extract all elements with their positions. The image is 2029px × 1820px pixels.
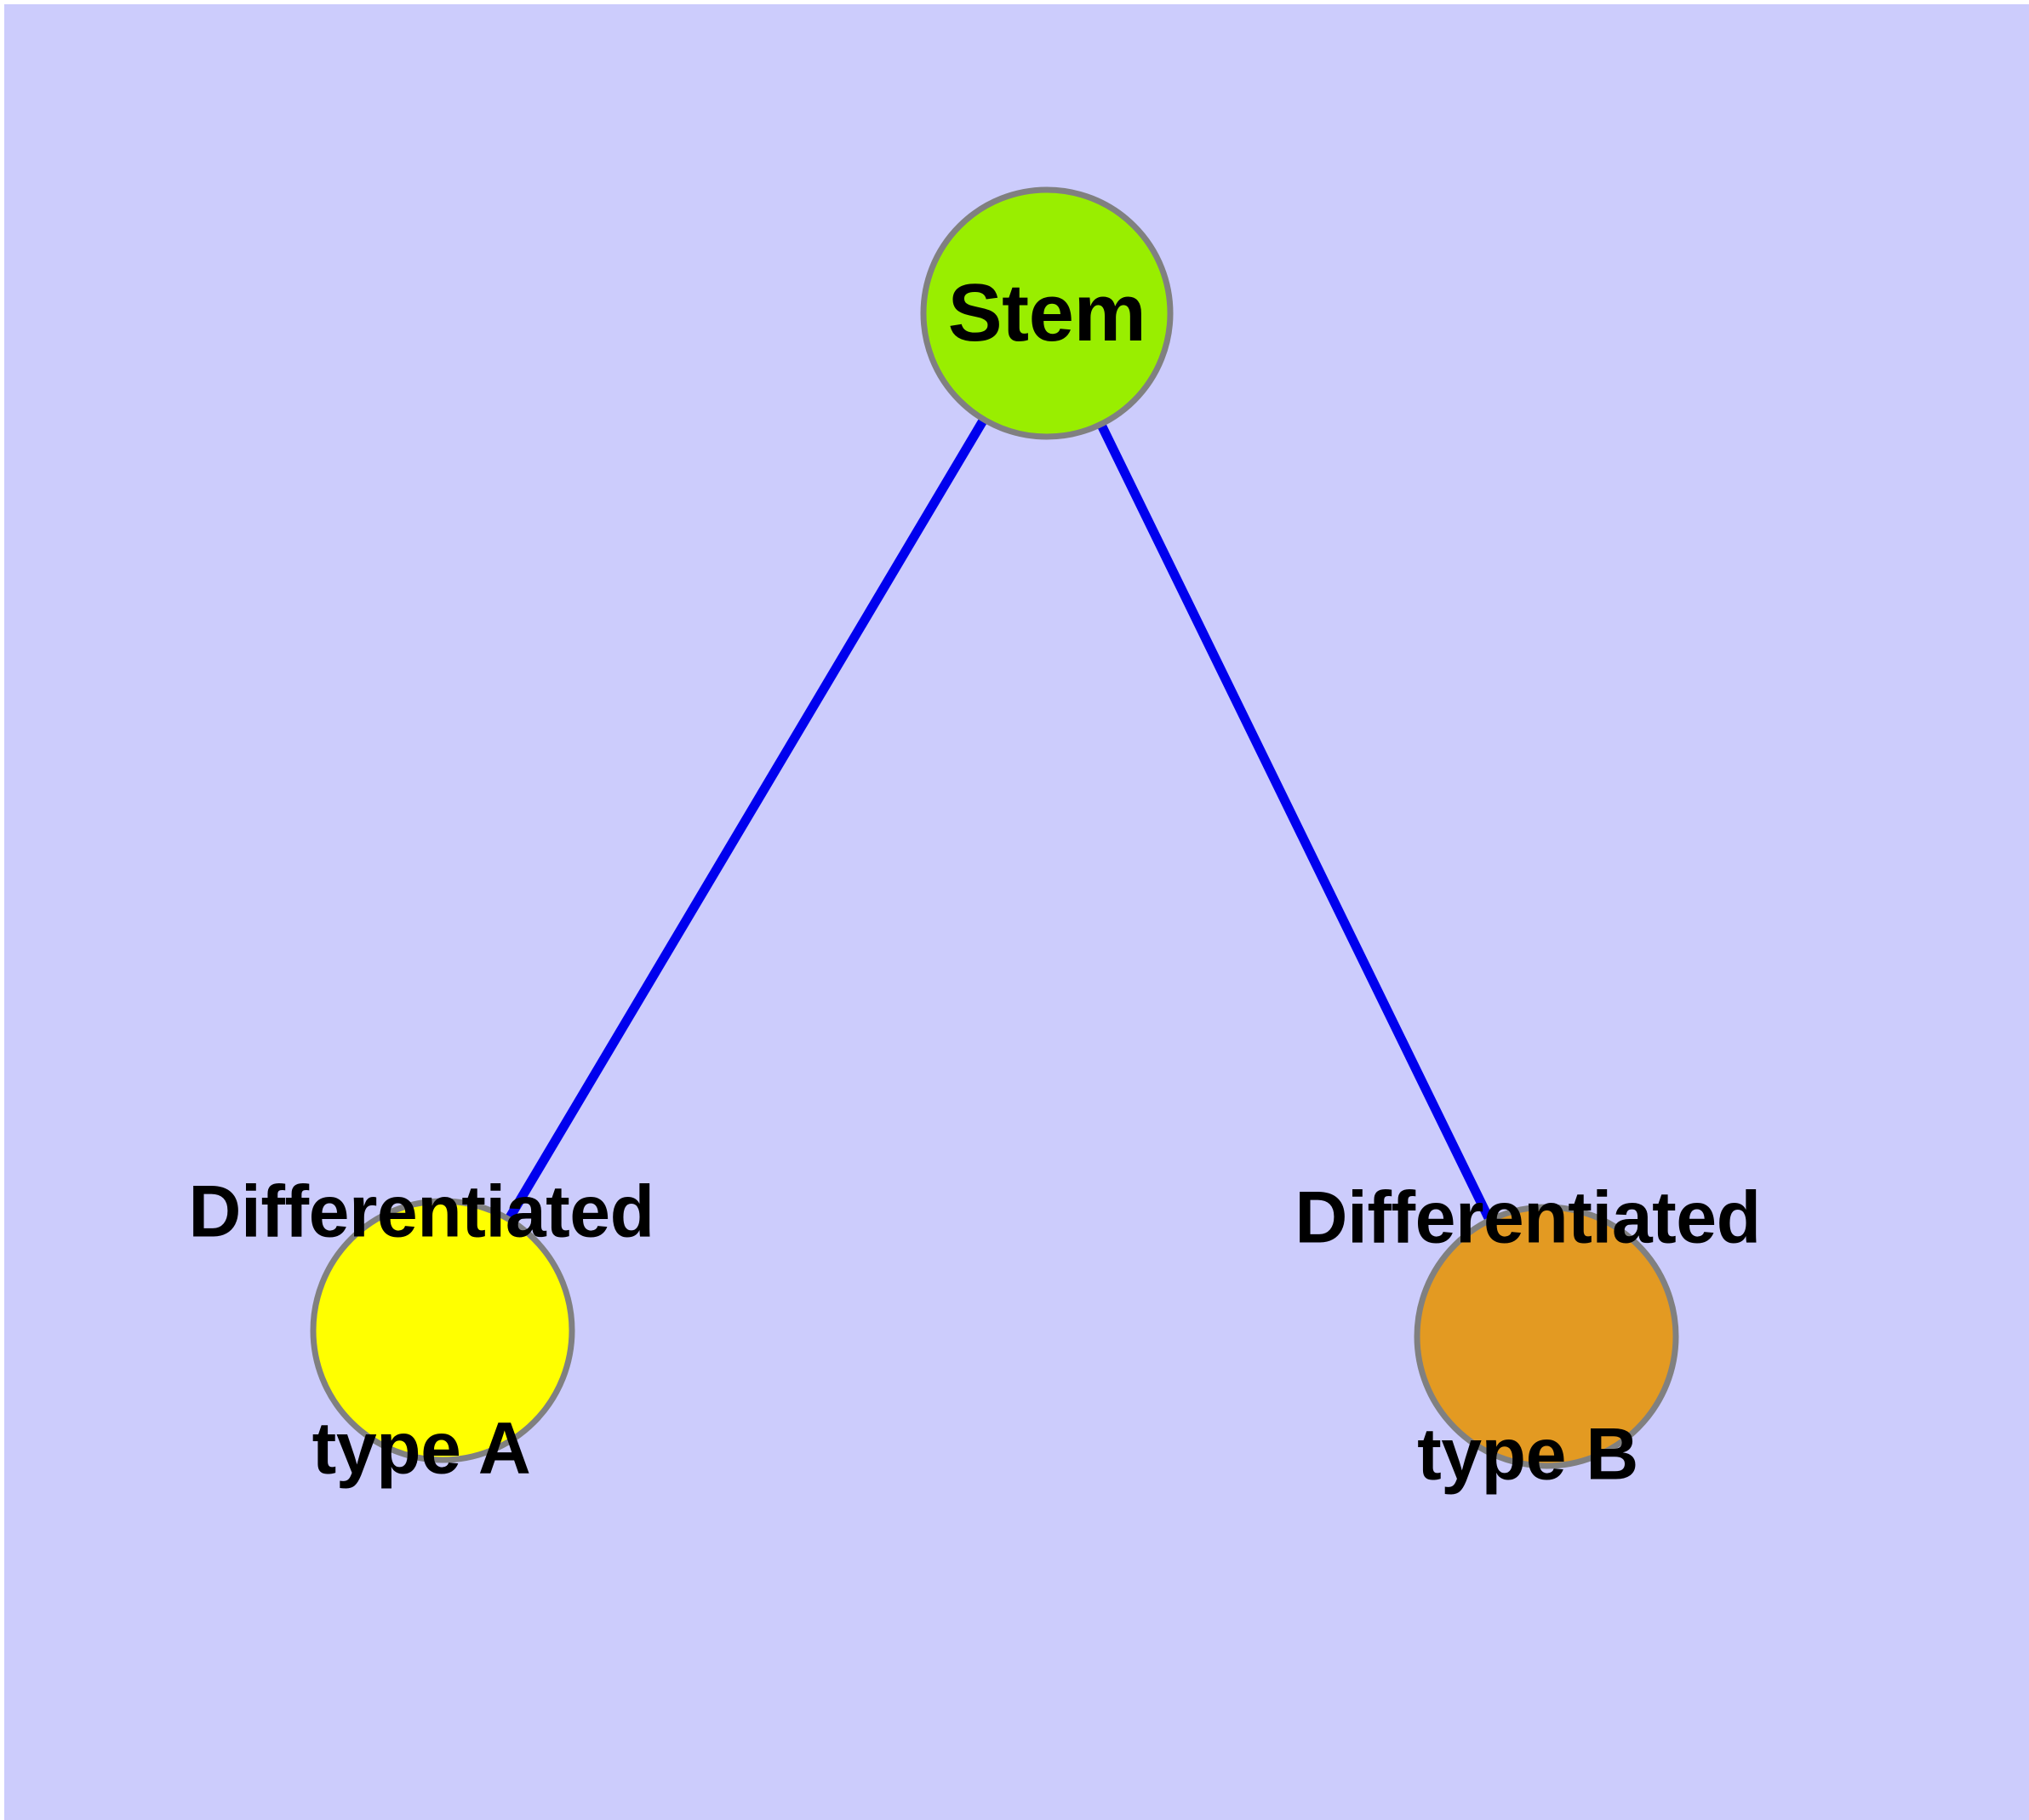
- node-stem[interactable]: [920, 186, 1174, 440]
- node-differentiated-type-a[interactable]: [310, 1198, 575, 1463]
- edge-stem-to-diff-b: [1043, 311, 1551, 1339]
- node-differentiated-type-b[interactable]: [1414, 1204, 1679, 1469]
- edge-layer: [438, 311, 1551, 1339]
- node-layer: [310, 186, 1679, 1469]
- edge-stem-to-diff-a: [438, 311, 1051, 1333]
